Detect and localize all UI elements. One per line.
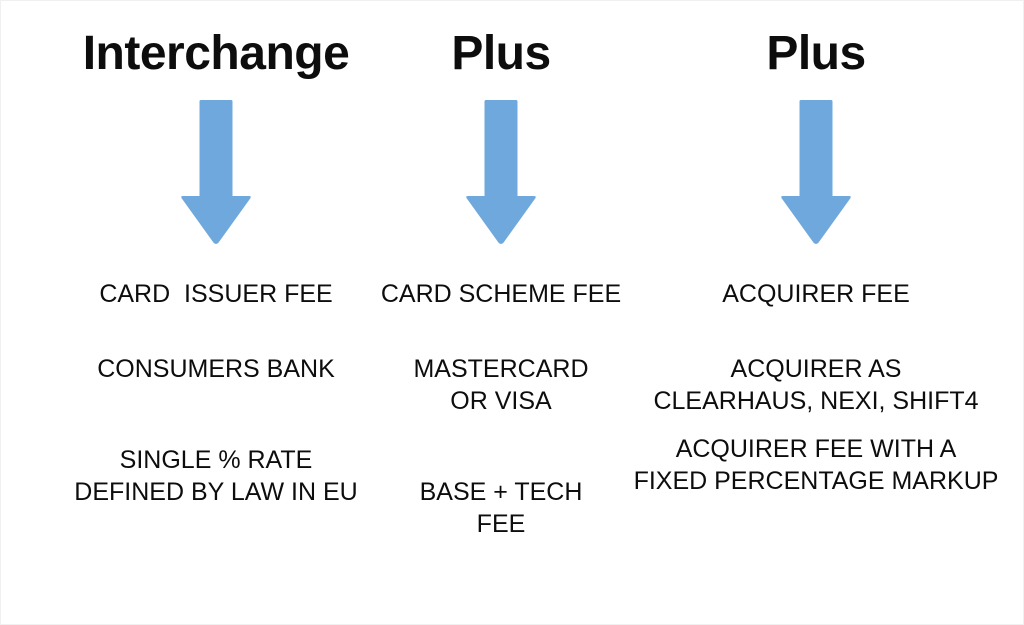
column-heading-interchange: Interchange: [82, 27, 350, 80]
down-arrow-icon-interchange: [179, 98, 253, 246]
column-plus-acquirer: Plus ACQUIRER FEE ACQUIRER AS CLEARHAUS,…: [601, 1, 1023, 497]
fee-label-card-scheme: CARD SCHEME FEE: [380, 280, 622, 308]
entity-label-consumers-bank: CONSUMERS BANK: [97, 354, 335, 383]
down-arrow-icon-plus-acquirer: [779, 98, 853, 246]
entity-label-acquirer-list: ACQUIRER AS CLEARHAUS, NEXI, SHIFT4: [653, 354, 979, 415]
down-arrow-icon-plus-scheme: [464, 98, 538, 246]
entity-label-mastercard-visa: MASTERCARD OR VISA: [413, 354, 589, 415]
column-interchange: Interchange CARD ISSUER FEE CONSUMERS BA…: [1, 1, 401, 508]
pricing-label-single-rate: SINGLE % RATE DEFINED BY LAW IN EU: [74, 445, 358, 506]
column-plus-scheme: Plus CARD SCHEME FEE MASTERCARD OR VISA …: [381, 1, 621, 540]
fee-label-card-issuer: CARD ISSUER FEE: [99, 280, 333, 308]
column-heading-plus-acquirer: Plus: [766, 27, 866, 80]
pricing-label-acquirer-markup: ACQUIRER FEE WITH A FIXED PERCENTAGE MAR…: [633, 434, 999, 495]
column-heading-plus-scheme: Plus: [451, 27, 551, 80]
fee-label-acquirer: ACQUIRER FEE: [722, 280, 910, 308]
pricing-label-base-tech-fee: BASE + TECH FEE: [419, 477, 583, 538]
